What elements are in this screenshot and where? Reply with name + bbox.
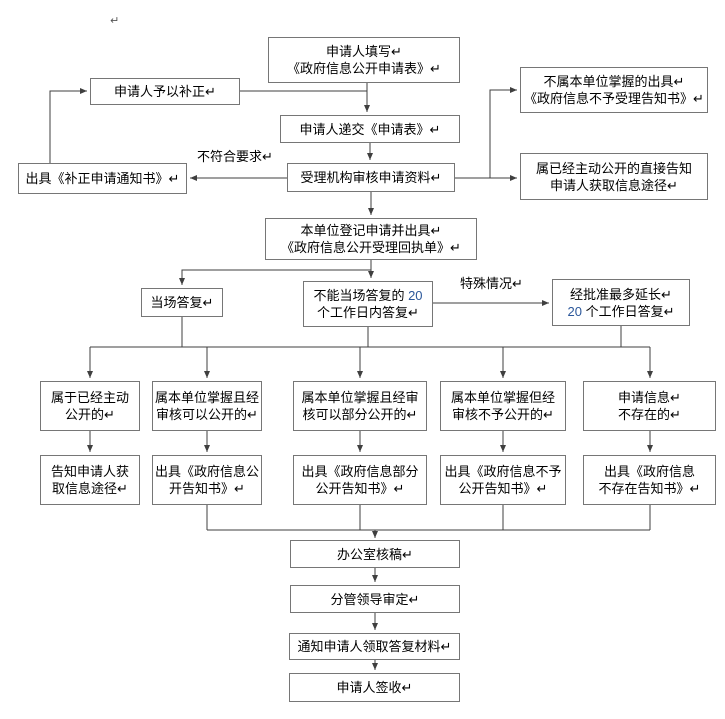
edge-label-special-case: 特殊情况↵: [460, 276, 523, 291]
node-not-accept-notice: 不属本单位掌握的出具↵ 《政府信息不予受理告知书》↵: [520, 67, 708, 113]
node-line: 公开告知书》↵: [315, 481, 405, 496]
node-line: 审核不予公开的↵: [452, 407, 554, 422]
node-branch-info-not-exist: 申请信息↵ 不存在的↵: [583, 381, 716, 431]
node-line: 出具《政府信息不予: [444, 464, 562, 479]
node-line: 分管领导审定↵: [330, 591, 420, 607]
node-review-materials: 受理机构审核申请资料↵: [287, 163, 455, 192]
node-line: 《政府信息公开受理回执单》↵: [281, 240, 461, 255]
node-line: 属本单位掌握且经审: [301, 390, 419, 405]
node-line: 经批准最多延长↵: [570, 286, 672, 302]
node-line: 出具《政府信息公: [154, 464, 259, 479]
node-applicant-sign: 申请人签收↵: [289, 673, 460, 702]
node-branch-no-disclose: 属本单位掌握但经 审核不予公开的↵: [440, 381, 566, 431]
node-branch-already-public: 属于已经主动 公开的↵: [40, 381, 140, 431]
node-line: 取信息途径↵: [52, 481, 128, 496]
paragraph-mark: ↵: [110, 15, 120, 27]
node-line: 属本单位掌握但经: [450, 390, 555, 405]
node-line: 当场答复↵: [150, 295, 214, 310]
node-notify-applicant-pickup: 通知申请人领取答复材料↵: [289, 633, 460, 660]
node-line: 申请人递交《申请表》↵: [299, 121, 441, 137]
node-fill-application-form: 申请人填写↵ 《政府信息公开申请表》↵: [268, 37, 460, 83]
node-register-and-issue-receipt: 本单位登记申请并出具↵ 《政府信息公开受理回执单》↵: [265, 218, 477, 260]
node-line: 告知申请人获: [50, 464, 129, 479]
node-text: 个工作日答复↵: [581, 303, 675, 319]
node-line: 出具《补正申请通知书》↵: [25, 171, 180, 186]
node-text: 不能当场答复的: [313, 288, 409, 303]
node-submit-form: 申请人递交《申请表》↵: [280, 115, 460, 143]
node-line: 属于已经主动: [50, 390, 129, 405]
node-line: 公开告知书》↵: [458, 481, 548, 496]
node-line: 通知申请人领取答复材料↵: [297, 639, 452, 654]
node-branch-partial-disclose: 属本单位掌握且经审 核可以部分公开的↵: [293, 381, 427, 431]
node-line: 个工作日内答复↵: [317, 305, 419, 320]
node-line: 申请信息↵: [618, 390, 681, 405]
node-line: 公开的↵: [65, 407, 115, 422]
node-branch-can-disclose: 属本单位掌握且经 审核可以公开的↵: [152, 381, 262, 431]
node-line: 不存在的↵: [618, 407, 681, 422]
node-line: 开告知书》↵: [169, 481, 245, 496]
node-approved-extension-20-workdays: 经批准最多延长↵ 20 个工作日答复↵: [552, 279, 690, 326]
node-line: 出具《政府信息: [603, 464, 695, 479]
node-onspot-reply: 当场答复↵: [141, 288, 223, 317]
node-line: 申请人签收↵: [336, 680, 413, 695]
node-line: 申请人获取信息途径↵: [550, 177, 678, 193]
node-line: 不能当场答复的 20: [313, 287, 422, 304]
node-line: 申请人予以补正↵: [114, 84, 216, 99]
node-inform-access-channel: 告知申请人获 取信息途径↵: [40, 455, 140, 505]
node-issue-partial-disclosure-notice: 出具《政府信息部分 公开告知书》↵: [293, 455, 427, 505]
edge-label-not-meet-requirements: 不符合要求↵: [197, 149, 273, 164]
node-line: 审核可以公开的↵: [156, 407, 258, 422]
workday-count: 20: [567, 303, 582, 319]
node-issue-rectify-notice: 出具《补正申请通知书》↵: [18, 163, 187, 194]
node-line: 本单位登记申请并出具↵: [300, 223, 442, 238]
node-line: 不存在告知书》↵: [598, 481, 701, 496]
node-applicant-rectify: 申请人予以补正↵: [90, 78, 240, 105]
connector-lines: [49, 83, 653, 670]
node-line: 办公室核稿↵: [337, 546, 413, 562]
node-line: 不属本单位掌握的出具↵: [543, 74, 685, 89]
node-line: 申请人填写↵: [326, 44, 402, 59]
node-line: 出具《政府信息部分: [301, 464, 419, 479]
node-line: 《政府信息公开申请表》↵: [287, 61, 441, 76]
node-line: 受理机构审核申请资料↵: [300, 170, 442, 185]
node-line: 核可以部分公开的↵: [302, 407, 418, 422]
node-issue-no-disclosure-notice: 出具《政府信息不予 公开告知书》↵: [440, 455, 566, 505]
node-line: 20 个工作日答复↵: [568, 303, 675, 320]
node-line: 《政府信息不予受理告知书》↵: [524, 91, 704, 106]
node-issue-disclosure-notice: 出具《政府信息公 开告知书》↵: [152, 455, 262, 505]
node-issue-not-exist-notice: 出具《政府信息 不存在告知书》↵: [583, 455, 716, 505]
node-line: 属本单位掌握且经: [154, 390, 259, 405]
node-line: 属已经主动公开的直接告知: [535, 160, 692, 176]
node-office-draft-review: 办公室核稿↵: [290, 540, 460, 568]
workday-count: 20: [408, 288, 423, 303]
node-already-public-direct-inform: 属已经主动公开的直接告知 申请人获取信息途径↵: [520, 153, 708, 200]
node-reply-within-20-workdays: 不能当场答复的 20 个工作日内答复↵: [303, 281, 433, 327]
node-leader-approval: 分管领导审定↵: [290, 585, 460, 613]
